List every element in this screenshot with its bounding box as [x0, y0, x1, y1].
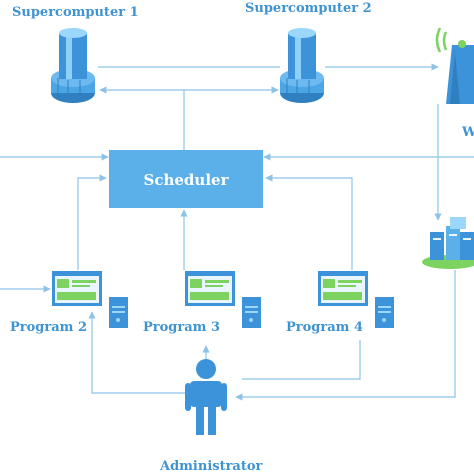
link-servers-admin — [235, 270, 456, 401]
supercomputer-1-icon — [51, 28, 95, 103]
program-2-label: Program 2 — [10, 320, 87, 335]
program-4-label: Program 4 — [286, 320, 363, 335]
program-3-computer-icon — [185, 271, 261, 328]
supercomputer-2-label: Supercomputer 2 — [245, 1, 372, 16]
wifi-tower-icon — [435, 27, 474, 104]
link-admin-program2 — [88, 311, 190, 394]
link-program4-scheduler — [265, 174, 353, 270]
server-cluster-icon — [422, 217, 474, 269]
program-2-computer-icon — [52, 271, 128, 328]
scheduler-label: Scheduler — [144, 171, 230, 189]
supercomputer-2-icon — [280, 28, 324, 103]
supercomputer-1-label: Supercomputer 1 — [12, 5, 139, 20]
administrator-label: Administrator — [159, 459, 263, 474]
scheduler-box: Scheduler — [109, 150, 263, 208]
wifi-label-partial: W — [461, 125, 474, 140]
connectors — [0, 63, 474, 401]
program-3-label: Program 3 — [143, 320, 220, 335]
link-program2-scheduler — [77, 174, 107, 270]
program-4-computer-icon — [318, 271, 394, 328]
link-program4-admin — [242, 340, 361, 380]
administrator-person-icon — [185, 359, 227, 435]
